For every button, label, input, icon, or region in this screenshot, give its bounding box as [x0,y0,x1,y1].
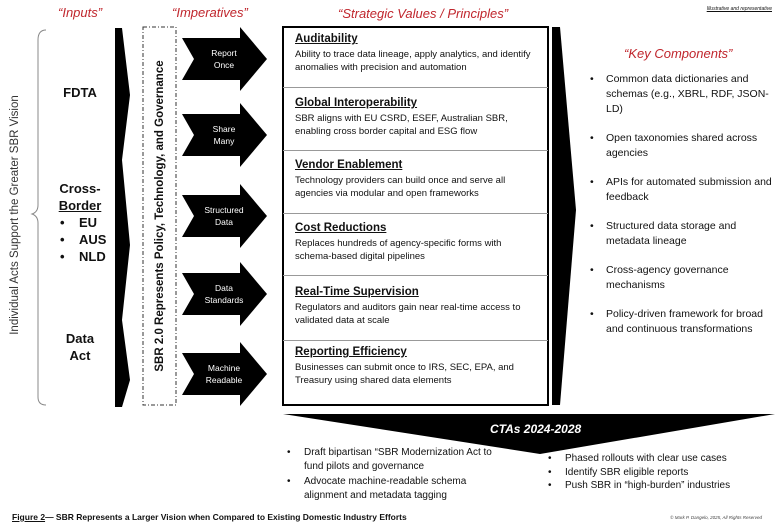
country-aus: • AUS [60,232,107,247]
arrow-machine-readable [182,342,267,406]
cta-right-list: Phased rollouts with clear use cases Ide… [548,452,773,493]
cta-item: Identify SBR eligible reports [548,466,773,480]
country-nld: • NLD [60,249,106,264]
cta-item: Push SBR in “high-burden” industries [548,479,773,493]
cta-arrow [283,414,775,454]
imperative-arrows [182,27,267,406]
key-component: Structured data storage and metadata lin… [590,219,775,249]
arrow-data-standards [182,262,267,326]
key-component: Open taxonomies shared across agencies [590,131,775,161]
key-component: APIs for automated submission and feedba… [590,175,775,205]
inputs-header: “Inputs” [58,5,103,20]
input-fdta: FDTA [63,85,97,100]
values-header: “Strategic Values / Principles” [338,6,509,21]
key-component: Cross-agency governance mechanisms [590,263,775,293]
arrow-structured-data [182,184,267,248]
inputs-chevron [115,28,130,407]
sbr-label: SBR 2.0 Represents Policy, Technology, a… [154,60,166,372]
side-label: Individual Acts Support the Greater SBR … [9,95,21,335]
arrow-report-once [182,27,267,91]
key-components-header: “Key Components” [624,46,733,61]
key-component: Policy-driven framework for broad and co… [590,307,775,337]
sbr-dashed-box [142,26,177,406]
cta-left-list: Draft bipartisan “SBR Modernization Act … [287,446,512,504]
illustrative-note: Illustrative and representative [706,6,772,12]
values-box [282,26,549,406]
imperatives-header: “Imperatives” [172,5,248,20]
cta-item: Advocate machine-readable schema alignme… [287,475,512,502]
input-brace [30,29,47,406]
key-components-list: Common data dictionaries and schemas (e.… [590,72,775,351]
country-eu: • EU [60,215,98,230]
copyright: © Mark P. Dangelo, 2025, All Rights Rese… [670,515,762,520]
cta-item: Draft bipartisan “SBR Modernization Act … [287,446,512,473]
cta-item: Phased rollouts with clear use cases [548,452,773,466]
arrow-share-many [182,103,267,167]
cta-title: CTAs 2024-2028 [490,422,582,436]
country-list: • EU • AUS • NLD [60,214,106,265]
figure-caption: Figure 2— SBR Represents a Larger Vision… [12,512,407,522]
key-component: Common data dictionaries and schemas (e.… [590,72,775,117]
input-cross-border: Cross-Border [58,181,102,213]
values-chevron [552,27,576,405]
